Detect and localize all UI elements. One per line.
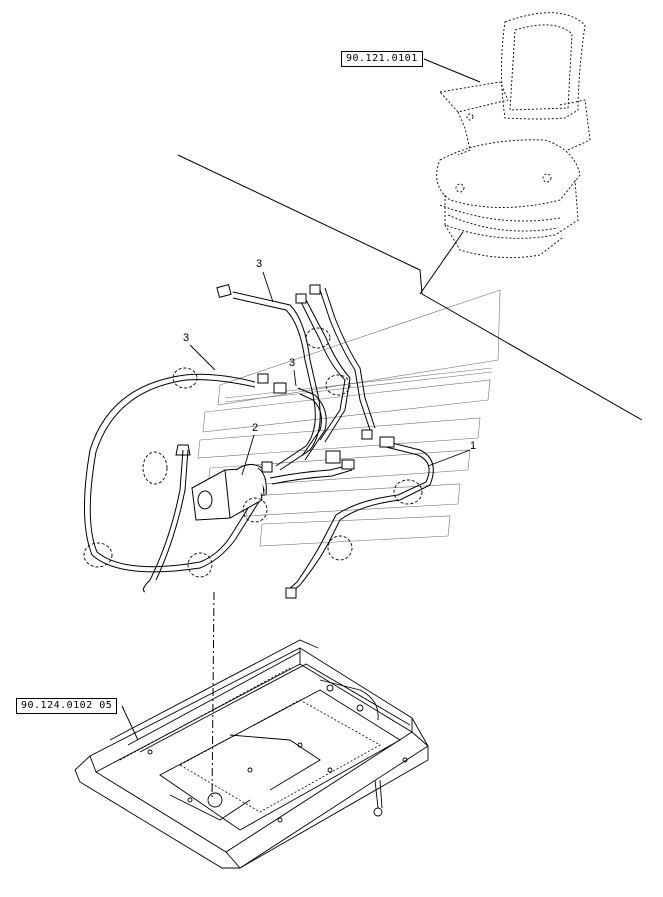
callout-3-middle: 3 [289,357,296,369]
harness-center-cable [142,444,191,593]
harness-right-cable [269,439,434,593]
cable-clips [83,327,423,578]
harness-upper-cables [232,287,376,471]
harness-loop-cable [83,373,266,573]
callout-3-left: 3 [183,332,190,344]
callout-1: 1 [470,440,477,452]
frame-ref-leader [121,705,139,741]
callout-2: 2 [252,422,259,434]
seat-reference-label[interactable]: 90.121.0101 [341,51,423,67]
callout-3-upper: 3 [256,258,263,270]
callout-leaders [189,271,471,476]
seat-base-frame-dashed [119,667,381,813]
seat-ref-leader [423,58,481,83]
harness-connectors [216,284,395,599]
brand-watermark [197,289,501,547]
alignment-line [211,591,215,801]
frame-reference-label[interactable]: 90.124.0102 05 [16,698,118,714]
seat-base-frame [74,639,429,869]
seat-assembly [436,12,591,259]
air-compressor-unit [191,464,267,521]
